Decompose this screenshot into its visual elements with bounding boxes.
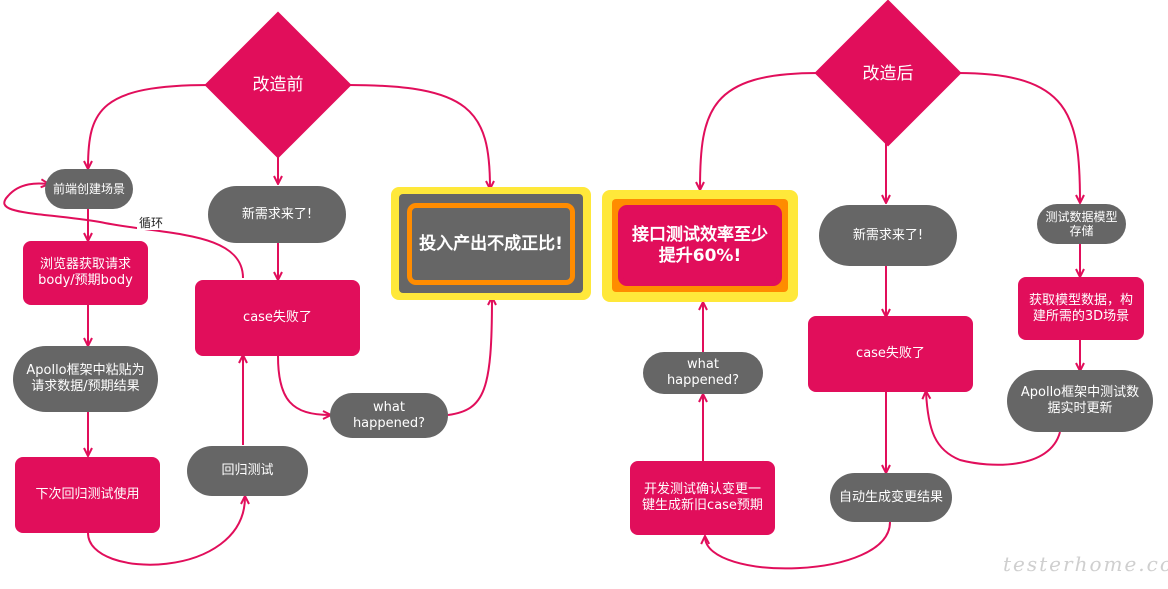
watermark: testerhome.com [1003,552,1168,576]
node-new-requirement-after: 新需求来了! [819,205,957,266]
node-what-happened-after: what happened? [643,352,763,394]
callout-after-text: 接口测试效率至少提升60%! [618,205,782,286]
arrow-what-to-callout [447,298,492,416]
callout-before-text: 投入产出不成正比! [407,203,575,285]
node-new-requirement: 新需求来了! [208,186,346,243]
node-apollo-update: Apollo框架中测试数据实时更新 [1007,370,1153,432]
arrow-after-to-callout [700,72,819,189]
node-next-regression: 下次回归测试使用 [15,457,160,533]
after-title: 改造后 [862,64,914,84]
node-dev-confirm: 开发测试确认变更一键生成新旧case预期 [630,461,775,535]
node-apollo-paste: Apollo框架中粘贴为请求数据/预期结果 [13,346,158,412]
node-auto-generate: 自动生成变更结果 [830,473,952,522]
node-fetch-model: 获取模型数据，构建所需的3D场景 [1018,277,1144,340]
before-title: 改造前 [252,75,304,95]
node-case-failed: case失败了 [195,280,360,356]
arrow-before-to-callout [347,84,490,188]
node-case-failed-after: case失败了 [808,316,973,392]
node-browser-fetch: 浏览器获取请求body/预期body [23,241,148,305]
node-create-scene: 前端创建场景 [45,169,133,209]
loop-label: 循环 [137,216,166,230]
node-what-happened: what happened? [330,393,448,438]
arrow-before-to-create [88,84,211,168]
arrow-case-to-what [277,355,330,415]
arrow-after-to-model [957,72,1080,202]
node-model-store: 测试数据模型存储 [1037,204,1126,244]
node-regression: 回归测试 [187,446,308,496]
